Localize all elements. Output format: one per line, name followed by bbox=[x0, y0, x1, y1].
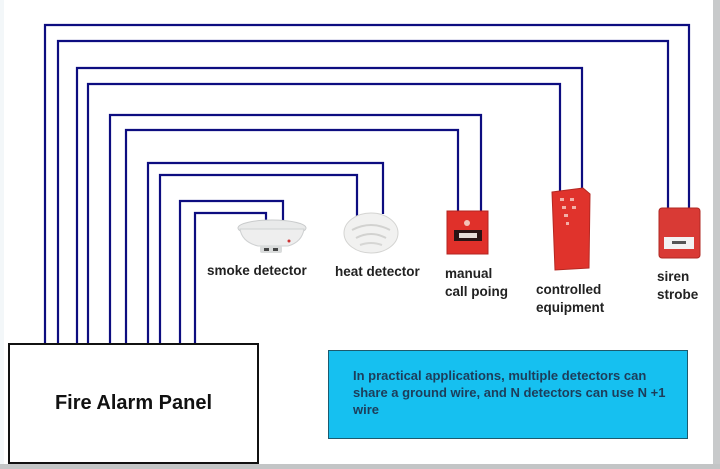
controlled-equipment-label-line1: controlled bbox=[536, 282, 602, 297]
smoke-detector-icon bbox=[237, 219, 307, 253]
heat-detector-label: heat detector bbox=[335, 264, 420, 279]
smoke-detector-label: smoke detector bbox=[207, 263, 307, 278]
wire-siren-strobe-2 bbox=[56, 39, 670, 344]
siren-strobe-label-line1: siren bbox=[657, 269, 690, 284]
wire-smoke-detector-2 bbox=[193, 211, 268, 344]
control-cabinet-icon bbox=[551, 187, 591, 271]
manual-call-point-icon bbox=[446, 210, 489, 255]
controlled-equipment-label-line2: equipment bbox=[536, 300, 605, 315]
wires-group bbox=[43, 23, 691, 344]
image-right-border bbox=[713, 0, 720, 469]
info-note-text: In practical applications, multiple dete… bbox=[353, 368, 666, 417]
wire-controlled-equipment-2 bbox=[86, 82, 562, 344]
manual-call-point-label: manual call poing bbox=[445, 265, 508, 301]
manual-call-point-label-line2: call poing bbox=[445, 284, 509, 299]
wire-manual-call-point-1 bbox=[108, 113, 483, 344]
heat-detector-icon bbox=[343, 212, 399, 254]
image-bottom-border bbox=[0, 464, 720, 469]
manual-call-point-label-line1: manual bbox=[445, 266, 493, 281]
wire-heat-detector-2 bbox=[158, 173, 359, 344]
controlled-equipment-label: controlled equipment bbox=[536, 281, 604, 317]
wire-smoke-detector-1 bbox=[178, 199, 285, 344]
panel-label: Fire Alarm Panel bbox=[54, 392, 213, 414]
image-left-margin bbox=[0, 0, 4, 464]
wire-manual-call-point-2 bbox=[124, 128, 460, 344]
wire-heat-detector-1 bbox=[146, 161, 385, 344]
wire-controlled-equipment-1 bbox=[75, 66, 584, 344]
siren-strobe-icon bbox=[658, 207, 701, 259]
siren-strobe-label-line2: strobe bbox=[657, 287, 699, 302]
siren-strobe-label: siren strobe bbox=[657, 268, 698, 304]
fire-alarm-panel: Fire Alarm Panel bbox=[8, 343, 259, 464]
info-note-box: In practical applications, multiple dete… bbox=[328, 350, 688, 439]
wire-siren-strobe-1 bbox=[43, 23, 691, 344]
